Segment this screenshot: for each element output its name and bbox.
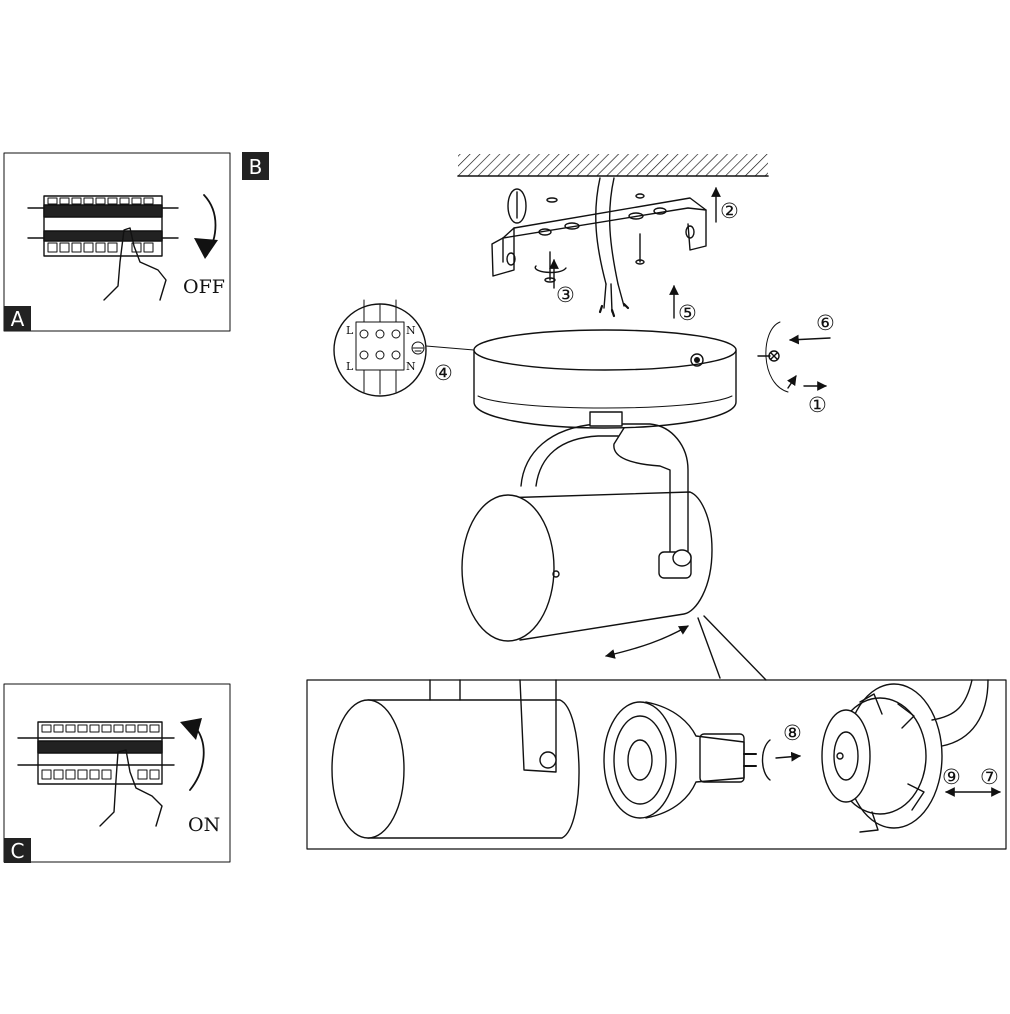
panel-letter-c: C	[4, 838, 31, 863]
step-3-label: ③	[556, 283, 575, 307]
bulb-replacement-detail	[306, 679, 1007, 850]
terminal-label-l-bottom: L	[346, 360, 354, 373]
step-2-label: ②	[720, 199, 739, 223]
panel-letter-a: A	[4, 306, 31, 331]
circuit-breaker-icon	[27, 195, 179, 257]
hand-icon	[99, 749, 163, 827]
on-label: ON	[188, 814, 220, 836]
step-8-label: ⑧	[783, 721, 802, 745]
step-5-label: ⑤	[678, 301, 697, 325]
earth-ground-icon	[411, 341, 425, 355]
step-1-label: ①	[808, 393, 827, 417]
panel-switch-on: ON C	[3, 683, 231, 863]
step-7-label: ⑦	[980, 765, 999, 789]
canopy	[473, 329, 737, 429]
svg-text:B: B	[249, 155, 263, 179]
ceiling	[457, 154, 769, 177]
grub-screw-detail	[757, 321, 831, 393]
step-6-label: ⑥	[816, 311, 835, 335]
curved-arrow-up-icon	[189, 727, 205, 791]
terminal-label-n-bottom: N	[406, 360, 416, 373]
circuit-breaker-icon	[17, 721, 175, 785]
mounting-bracket	[491, 197, 707, 277]
svg-text:C: C	[11, 839, 25, 863]
terminal-block-inset: L N L N	[333, 299, 475, 397]
spotlight-head	[461, 411, 767, 681]
step-9-label: ⑨	[942, 765, 961, 789]
wall-plug-icon	[507, 188, 645, 224]
terminal-label-l-top: L	[346, 324, 354, 337]
lamp-socket	[821, 679, 1001, 833]
panel-switch-off: OFF A B	[3, 152, 269, 332]
canopy-screw	[690, 353, 704, 367]
terminal-label-n-top: N	[406, 324, 416, 337]
hand-icon	[103, 227, 167, 301]
step-4-label: ④	[434, 361, 453, 385]
panel-letter-b: B	[242, 152, 269, 180]
lamp-cylinder	[331, 679, 580, 839]
screw-icon	[534, 233, 645, 283]
off-label: OFF	[183, 276, 225, 298]
gu10-bulb-icon	[603, 701, 801, 819]
svg-text:A: A	[11, 307, 25, 331]
mains-cable	[595, 177, 630, 318]
